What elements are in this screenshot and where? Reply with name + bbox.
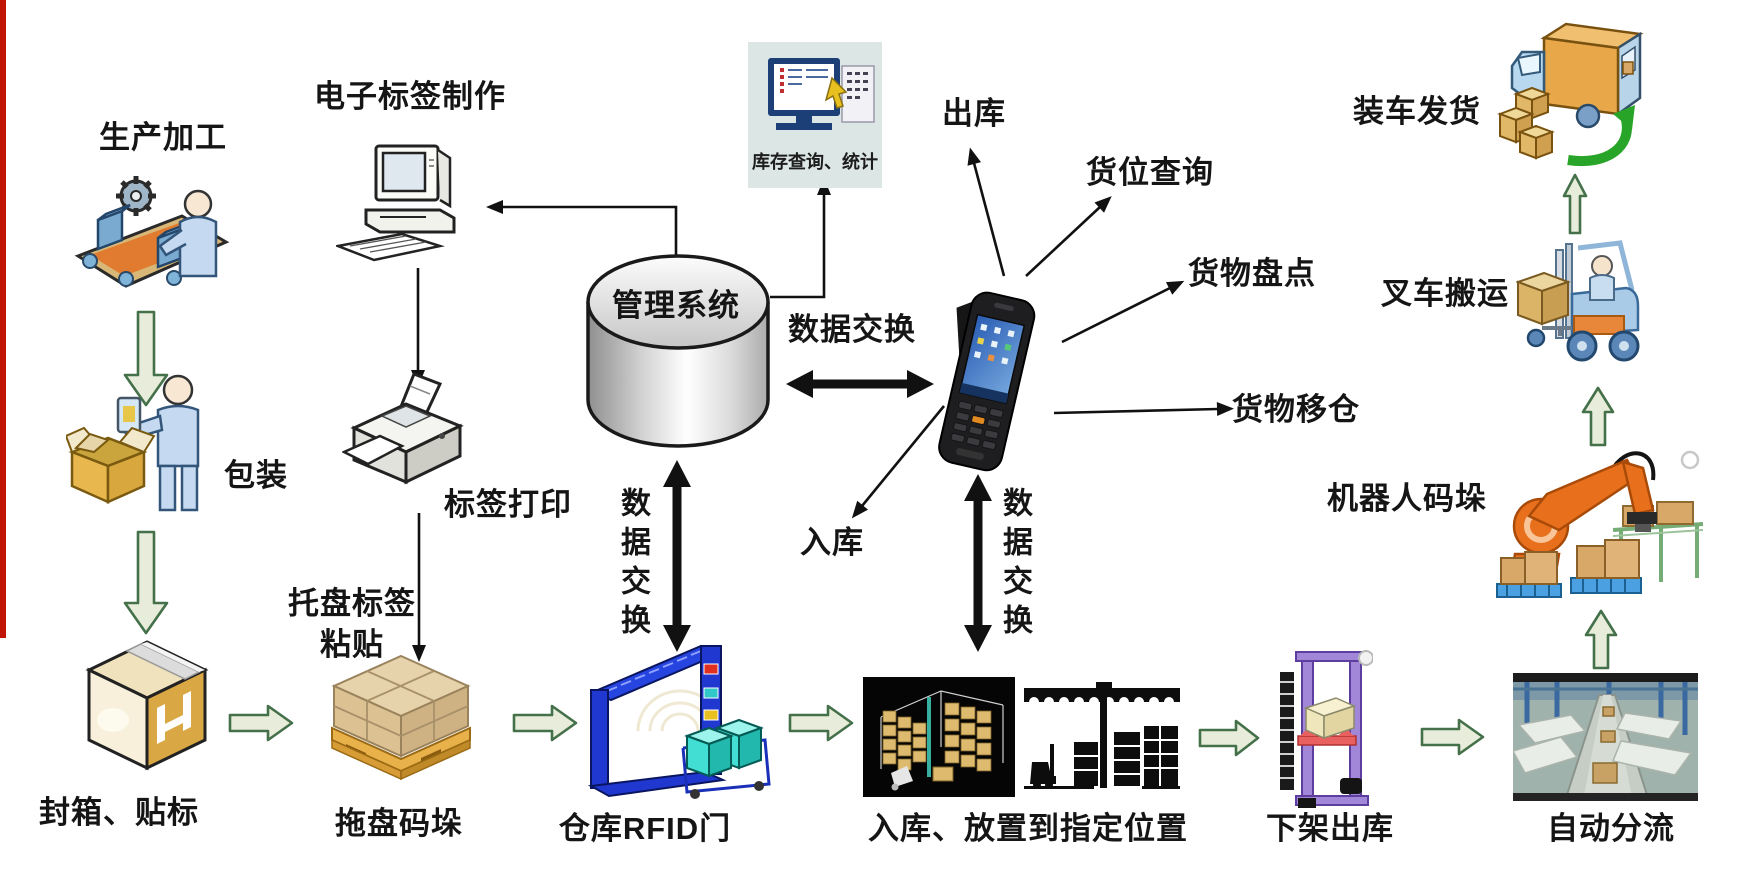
pallet-stack-icon [331, 654, 471, 781]
label-sealing-labeling: 封箱、贴标 [39, 795, 199, 830]
label-data-exchange-vertical-right: 数据交换 [998, 487, 1031, 643]
flow-arrow-forklift-truck [1562, 173, 1588, 235]
label-relocation: 货物移仓 [1232, 392, 1360, 427]
flow-arrow-pallet-gate [512, 704, 578, 742]
desktop-computer-icon [336, 144, 456, 262]
racks-silhouette-photo [1022, 682, 1182, 794]
label-label-printing: 标签打印 [444, 487, 572, 522]
left-edge-artifact [0, 0, 6, 638]
sealed-box-icon [85, 640, 209, 771]
label-forklift: 叉车搬运 [1381, 276, 1509, 311]
delivery-truck-icon [1497, 22, 1644, 167]
database-icon [586, 254, 770, 448]
forklift-icon [1516, 240, 1640, 362]
flow-arrow-sorting-robot [1584, 609, 1618, 670]
arrow-db-to-terminal [770, 178, 831, 299]
label-slot-query: 货位查询 [1086, 155, 1214, 190]
label-stocktaking: 货物盘点 [1188, 256, 1316, 291]
label-pallet-stacking: 拖盘码垛 [335, 806, 463, 841]
conveyor-sorting-photo [1513, 673, 1698, 801]
flow-arrow-sealing-pallet [228, 704, 294, 742]
flow-arrow-robot-forklift [1581, 386, 1615, 447]
arrow-handheld-slot-query [1025, 196, 1112, 277]
flow-arrow-putaway-pick [1198, 719, 1260, 757]
flow-arrow-pick-sorting [1420, 718, 1485, 756]
flow-arrow-production-packaging [123, 310, 169, 407]
label-data-exchange-horizontal: 数据交换 [788, 312, 916, 347]
label-management-system: 管理系统 [612, 288, 740, 323]
label-label-making: 电子标签制作 [314, 79, 506, 114]
label-truck-shipping: 装车发货 [1353, 94, 1481, 129]
arrow-handheld-inbound [851, 405, 946, 519]
label-data-exchange-vertical-left: 数据交换 [616, 487, 649, 643]
warehouse-racks-photo [863, 677, 1015, 797]
handheld-rfid-icon [938, 291, 1036, 472]
stacker-crane-icon [1280, 650, 1373, 808]
inventory-terminal-icon [768, 58, 875, 130]
flow-arrow-packaging-sealing [123, 530, 169, 635]
label-pallet-labeling: 托盘标签粘贴 [288, 586, 416, 662]
label-rfid-gate: 仓库RFID门 [558, 811, 732, 846]
rfid-gate-icon [587, 644, 771, 799]
label-pick-outbound: 下架出库 [1266, 811, 1394, 846]
arrow-handheld-outbound [967, 147, 1006, 277]
label-packaging: 包装 [224, 458, 288, 493]
label-auto-sorting: 自动分流 [1547, 811, 1675, 846]
printer-icon [342, 372, 464, 485]
palletizing-robot-icon [1496, 451, 1704, 598]
label-putaway: 入库、放置到指定位置 [868, 811, 1188, 846]
arrow-handheld-relocation [1053, 402, 1234, 417]
production-line-icon [74, 176, 230, 288]
watermark-circle [1680, 450, 1700, 470]
packaging-icon [66, 374, 200, 512]
label-robot-palletizing: 机器人码垛 [1327, 481, 1487, 516]
label-outbound: 出库 [942, 96, 1006, 131]
arrow-handheld-stocktaking [1061, 280, 1185, 344]
flow-arrow-gate-putaway [788, 704, 854, 742]
inventory-terminal-caption: 库存查询、统计 [752, 152, 878, 172]
label-production: 生产加工 [99, 120, 227, 155]
arrow-db-to-computer [486, 200, 678, 258]
inventory-terminal-panel: 库存查询、统计 [748, 42, 882, 188]
label-inbound: 入库 [800, 525, 864, 560]
